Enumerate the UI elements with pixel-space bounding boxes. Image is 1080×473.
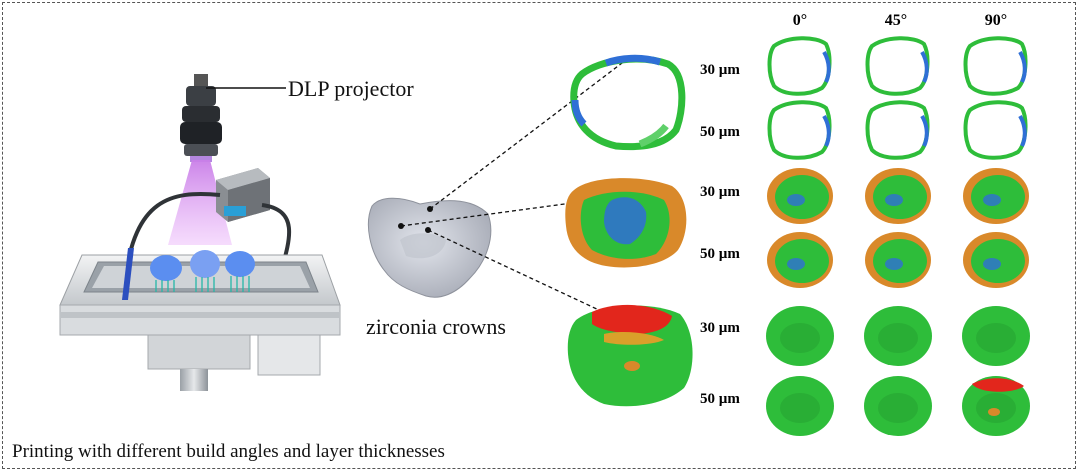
figure-caption: Printing with different build angles and… (12, 441, 445, 462)
printed-crowns (150, 250, 255, 292)
heatmap-cell-r3-c2 (865, 168, 931, 224)
heatmap-cell-r4-c1 (767, 232, 833, 288)
dlp-projector-label: DLP projector (288, 76, 414, 101)
heatmap-cell-r2-c2 (865, 100, 930, 160)
row-header-6: 50 µm (700, 391, 740, 407)
heatmap-cell-r1-c1 (767, 36, 832, 96)
heatmap-cell-r4-c3 (963, 232, 1029, 288)
heatmap-cell-r6-c1 (766, 376, 834, 436)
column-header-0: 0° (792, 12, 808, 29)
uv-light-beam (168, 160, 232, 245)
large-crown-heatmap-red (567, 304, 693, 407)
heatmap-cell-r3-c1 (767, 168, 833, 224)
connector-lines (400, 59, 627, 319)
column-header-90: 90° (984, 12, 1008, 29)
zirconia-crowns-label: zirconia crowns (366, 314, 506, 339)
row-header-4: 50 µm (700, 246, 740, 262)
heatmap-cell-r6-c3 (962, 376, 1030, 436)
dlp-projector-icon (180, 74, 222, 162)
large-ring-heatmap (570, 54, 686, 151)
heatmap-grid (766, 36, 1030, 436)
heatmap-cell-r5-c2 (864, 306, 932, 366)
heatmap-cell-r2-c3 (963, 100, 1028, 160)
dlp-printer (59, 74, 341, 391)
row-header-5: 30 µm (700, 320, 740, 336)
column-header-45: 45° (884, 12, 908, 29)
zirconia-crown-model (367, 197, 492, 298)
heatmap-cell-r5-c3 (962, 306, 1030, 366)
large-crown-heatmap-orange (565, 178, 687, 268)
heatmap-cell-r1-c2 (865, 36, 930, 96)
heatmap-cell-r6-c2 (864, 376, 932, 436)
heatmap-cell-r1-c3 (963, 36, 1028, 96)
row-header-3: 30 µm (700, 184, 740, 200)
row-header-2: 50 µm (700, 124, 740, 140)
heatmap-cell-r4-c2 (865, 232, 931, 288)
row-header-1: 30 µm (700, 62, 740, 78)
camera-box-icon (216, 168, 270, 222)
heatmap-cell-r2-c1 (767, 100, 832, 160)
heatmap-cell-r3-c3 (963, 168, 1029, 224)
heatmap-cell-r5-c1 (766, 306, 834, 366)
